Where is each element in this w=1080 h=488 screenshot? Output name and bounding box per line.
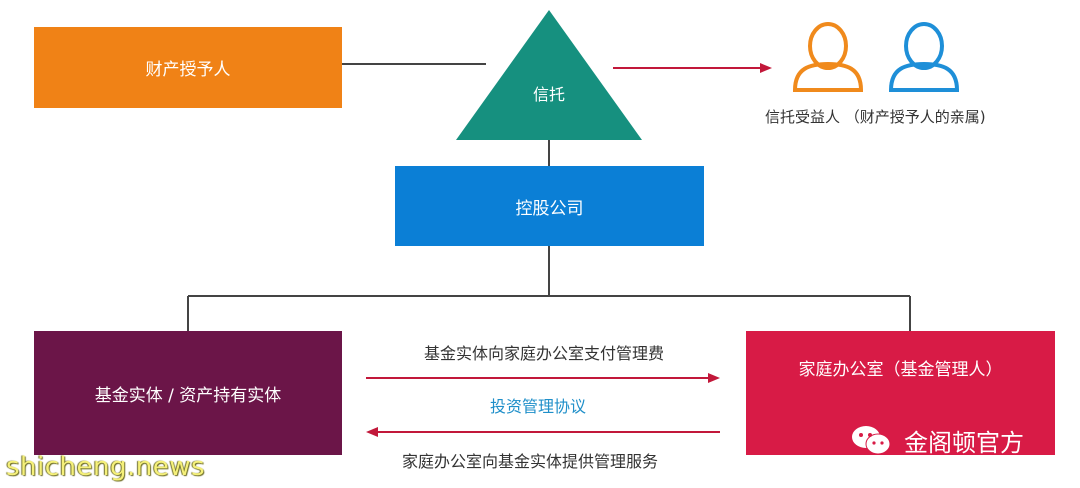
watermark-left: shicheng.news — [6, 452, 206, 482]
holding-label: 控股公司 — [515, 198, 584, 219]
agreement-label: 投资管理协议 — [490, 397, 587, 416]
family-office-box: 家庭办公室（基金管理人） — [746, 331, 1055, 455]
watermark-right: 金阁顿官方 — [850, 422, 1024, 458]
arrow-to-beneficiaries-head — [760, 63, 772, 73]
trust-label-wrap: 信托 — [500, 80, 598, 106]
arrow-fee-head — [708, 373, 720, 383]
trust-label: 信托 — [532, 85, 565, 104]
holding-box: 控股公司 — [395, 166, 704, 246]
beneficiaries-label: 信托受益人 （财产授予人的亲属) — [765, 108, 986, 126]
arrow-service-head — [366, 427, 378, 437]
settlor-label: 财产授予人 — [145, 60, 231, 80]
person-icon-blue — [888, 22, 960, 92]
service-label: 家庭办公室向基金实体提供管理服务 — [402, 452, 659, 471]
fund-entity-label: 基金实体 / 资产持有实体 — [94, 385, 282, 406]
family-office-label: 家庭办公室（基金管理人） — [798, 359, 1003, 380]
fund-entity-box: 基金实体 / 资产持有实体 — [34, 331, 342, 455]
wechat-icon — [852, 426, 891, 455]
settlor-box: 财产授予人 — [34, 27, 342, 108]
watermark-right-text: 金阁顿官方 — [904, 428, 1024, 457]
person-icon-orange — [792, 22, 864, 92]
trust-triangle — [456, 10, 642, 140]
fee-label: 基金实体向家庭办公室支付管理费 — [424, 344, 665, 363]
